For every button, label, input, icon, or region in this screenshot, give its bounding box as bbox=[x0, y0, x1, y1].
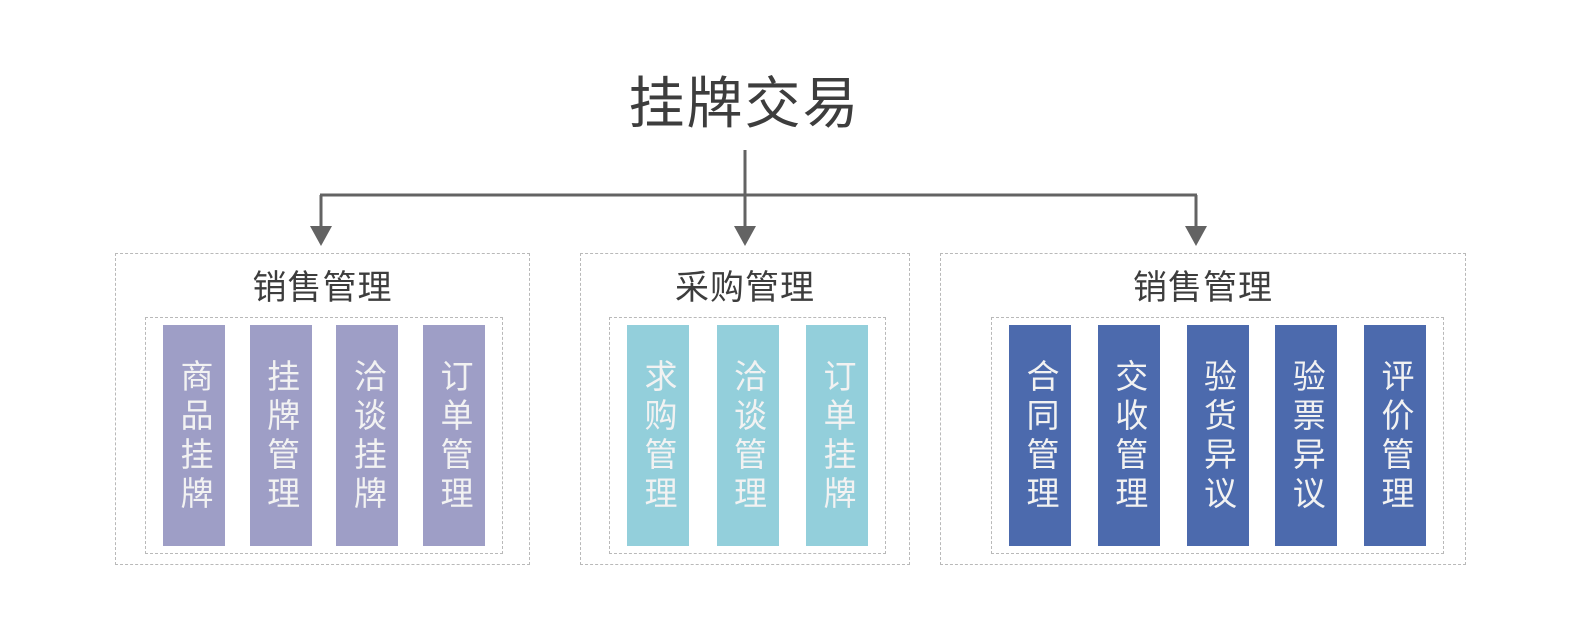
item-label: 合同管理 bbox=[1022, 359, 1059, 515]
item-label: 订单挂牌 bbox=[819, 359, 856, 515]
item-pill[interactable]: 验货异议 bbox=[1186, 325, 1249, 546]
group-purchase-management[interactable]: 采购管理 求购管理 洽谈管理 订单挂牌 bbox=[580, 253, 910, 565]
item-label: 验票异议 bbox=[1288, 359, 1326, 515]
item-label: 订单管理 bbox=[435, 359, 473, 515]
item-pill[interactable]: 洽谈管理 bbox=[716, 325, 779, 546]
item-pill[interactable]: 商品挂牌 bbox=[163, 325, 225, 546]
item-label: 评价管理 bbox=[1377, 359, 1414, 515]
item-label: 求购管理 bbox=[640, 359, 677, 515]
item-label: 验货异议 bbox=[1199, 359, 1237, 515]
item-pill[interactable]: 洽谈挂牌 bbox=[336, 325, 399, 546]
group-items-container: 商品挂牌 挂牌管理 洽谈挂牌 订单管理 bbox=[145, 317, 503, 554]
item-label: 挂牌管理 bbox=[262, 359, 300, 515]
item-pill[interactable]: 评价管理 bbox=[1364, 325, 1426, 546]
root-node-title: 挂牌交易 bbox=[628, 72, 861, 135]
item-pill[interactable]: 订单管理 bbox=[422, 325, 485, 546]
group-items-container: 合同管理 交收管理 验货异议 验票异议 评价管理 bbox=[991, 317, 1444, 554]
group-title: 销售管理 bbox=[1133, 269, 1273, 307]
item-pill[interactable]: 订单挂牌 bbox=[806, 325, 868, 546]
group-title: 采购管理 bbox=[675, 269, 815, 307]
item-pill[interactable]: 挂牌管理 bbox=[249, 325, 312, 546]
group-items-container: 求购管理 洽谈管理 订单挂牌 bbox=[609, 317, 886, 554]
item-label: 交收管理 bbox=[1110, 359, 1148, 515]
group-sales-management-2[interactable]: 销售管理 合同管理 交收管理 验货异议 验票异议 评价管理 bbox=[940, 253, 1466, 565]
item-label: 洽谈管理 bbox=[729, 359, 767, 515]
item-pill[interactable]: 交收管理 bbox=[1097, 325, 1160, 546]
item-pill[interactable]: 验票异议 bbox=[1275, 325, 1338, 546]
item-label: 商品挂牌 bbox=[176, 359, 213, 515]
item-pill[interactable]: 求购管理 bbox=[627, 325, 689, 546]
group-title: 销售管理 bbox=[252, 269, 393, 307]
group-sales-management-1[interactable]: 销售管理 商品挂牌 挂牌管理 洽谈挂牌 订单管理 bbox=[115, 253, 530, 565]
item-pill[interactable]: 合同管理 bbox=[1009, 325, 1071, 546]
item-label: 洽谈挂牌 bbox=[349, 359, 387, 515]
